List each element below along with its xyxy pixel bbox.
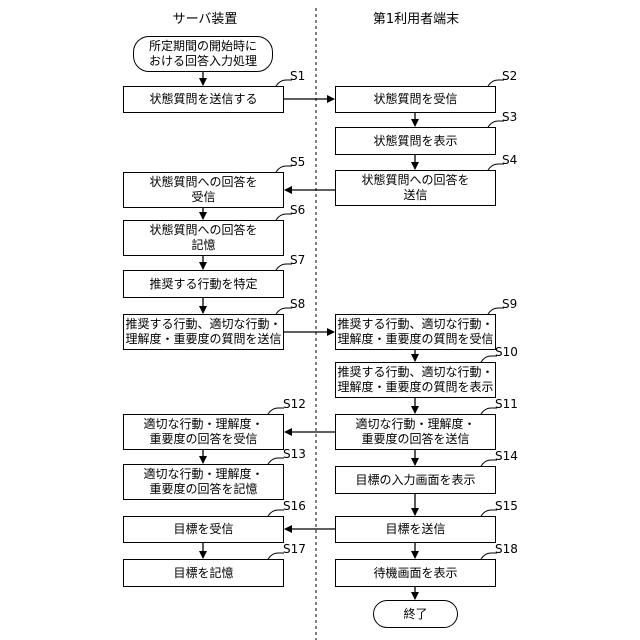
step-s15-text: 目標を送信 bbox=[385, 522, 445, 537]
step-s7-text: 推奨する行動を特定 bbox=[149, 277, 257, 292]
step-s7-box: 推奨する行動を特定 bbox=[123, 270, 284, 298]
step-s10-line1: 推奨する行動、適切な行動・ bbox=[337, 365, 493, 380]
step-label-s8: S8 bbox=[290, 297, 305, 311]
step-s16-text: 目標を受信 bbox=[173, 522, 233, 537]
step-s4-line2: 送信 bbox=[403, 188, 427, 203]
step-s8-line2: 理解度・重要度の質問を送信 bbox=[125, 332, 281, 347]
step-label-s11: S11 bbox=[495, 397, 518, 411]
step-s12-line1: 適切な行動・理解度・ bbox=[143, 417, 263, 432]
step-label-s18: S18 bbox=[495, 542, 518, 556]
step-label-s7: S7 bbox=[290, 253, 305, 267]
step-s2-text: 状態質問を受信 bbox=[373, 92, 457, 107]
step-label-s16: S16 bbox=[283, 499, 306, 513]
end-label: 終了 bbox=[403, 607, 427, 622]
step-label-s13: S13 bbox=[283, 447, 306, 461]
step-label-s3: S3 bbox=[502, 110, 517, 124]
step-s3-text: 状態質問を表示 bbox=[373, 134, 457, 149]
step-s12-line2: 重要度の回答を受信 bbox=[149, 432, 257, 447]
start-line2: おける回答入力処理 bbox=[149, 54, 257, 69]
step-s17-text: 目標を記憶 bbox=[173, 566, 233, 581]
step-s1-text: 状態質問を送信する bbox=[149, 92, 257, 107]
step-s15-box: 目標を送信 bbox=[335, 516, 496, 543]
step-s13-line2: 重要度の回答を記憶 bbox=[149, 482, 257, 497]
step-s8-line1: 推奨する行動、適切な行動・ bbox=[125, 317, 281, 332]
step-s5-line2: 受信 bbox=[191, 190, 215, 205]
start-terminal: 所定期間の開始時に おける回答入力処理 bbox=[133, 36, 273, 72]
step-s2-box: 状態質問を受信 bbox=[335, 86, 496, 113]
start-line1: 所定期間の開始時に bbox=[149, 39, 257, 54]
end-terminal: 終了 bbox=[373, 600, 458, 628]
step-label-s4: S4 bbox=[502, 153, 517, 167]
step-label-s14: S14 bbox=[495, 449, 518, 463]
step-s11-line2: 重要度の回答を送信 bbox=[361, 432, 469, 447]
step-label-s9: S9 bbox=[502, 297, 517, 311]
step-label-s15: S15 bbox=[495, 499, 518, 513]
step-s11-line1: 適切な行動・理解度・ bbox=[355, 417, 475, 432]
step-s3-box: 状態質問を表示 bbox=[335, 127, 496, 155]
step-s6-line1: 状態質問への回答を bbox=[149, 223, 257, 238]
step-label-s12: S12 bbox=[283, 397, 306, 411]
step-label-s17: S17 bbox=[283, 542, 306, 556]
step-label-s1: S1 bbox=[290, 69, 305, 83]
step-label-s5: S5 bbox=[290, 155, 305, 169]
step-s9-line1: 推奨する行動、適切な行動・ bbox=[337, 317, 493, 332]
step-s1-box: 状態質問を送信する bbox=[123, 86, 284, 113]
step-label-s10: S10 bbox=[495, 345, 518, 359]
step-s6-box: 状態質問への回答を 記憶 bbox=[123, 220, 284, 256]
step-s5-line1: 状態質問への回答を bbox=[149, 175, 257, 190]
step-s13-box: 適切な行動・理解度・ 重要度の回答を記憶 bbox=[123, 464, 284, 500]
step-s17-box: 目標を記憶 bbox=[123, 559, 284, 587]
step-s8-box: 推奨する行動、適切な行動・ 理解度・重要度の質問を送信 bbox=[123, 314, 284, 350]
step-s11-box: 適切な行動・理解度・ 重要度の回答を送信 bbox=[335, 414, 496, 450]
step-s18-box: 待機画面を表示 bbox=[335, 559, 496, 587]
step-s9-line2: 理解度・重要度の質問を受信 bbox=[337, 332, 493, 347]
step-s14-text: 目標の入力画面を表示 bbox=[355, 473, 475, 488]
step-s16-box: 目標を受信 bbox=[123, 516, 284, 543]
step-s10-line2: 理解度・重要度の質問を表示 bbox=[337, 380, 493, 395]
step-s9-box: 推奨する行動、適切な行動・ 理解度・重要度の質問を受信 bbox=[335, 314, 496, 350]
step-s5-box: 状態質問への回答を 受信 bbox=[123, 172, 284, 208]
step-s10-box: 推奨する行動、適切な行動・ 理解度・重要度の質問を表示 bbox=[335, 362, 496, 398]
step-s18-text: 待機画面を表示 bbox=[373, 566, 457, 581]
step-s14-box: 目標の入力画面を表示 bbox=[335, 466, 496, 494]
step-label-s6: S6 bbox=[290, 203, 305, 217]
step-s12-box: 適切な行動・理解度・ 重要度の回答を受信 bbox=[123, 414, 284, 450]
step-label-s2: S2 bbox=[502, 69, 517, 83]
step-s4-box: 状態質問への回答を 送信 bbox=[335, 170, 496, 206]
step-s4-line1: 状態質問への回答を bbox=[361, 173, 469, 188]
step-s13-line1: 適切な行動・理解度・ bbox=[143, 467, 263, 482]
step-s6-line2: 記憶 bbox=[191, 238, 215, 253]
